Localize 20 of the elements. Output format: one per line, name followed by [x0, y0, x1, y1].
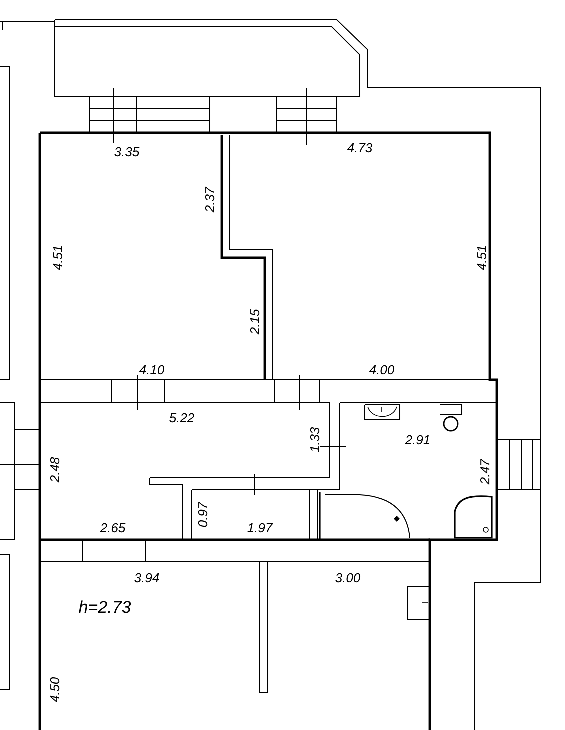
dimension-label: 1.97	[248, 523, 274, 533]
dimension-label: 4.10	[139, 365, 165, 375]
dimension-label: 2.47	[480, 458, 490, 485]
dimension-label: 4.50	[50, 677, 60, 703]
dimension-label: 4.73	[347, 143, 373, 153]
dimension-label: 0.97	[198, 502, 208, 528]
dimension-label: 3.00	[336, 573, 361, 583]
dimension-label: 5.22	[170, 413, 194, 423]
dimension-label: 2.15	[250, 309, 260, 335]
dimension-label: 3.35	[114, 147, 140, 157]
dimension-label: 1.33	[310, 427, 320, 452]
dimension-label: 4.51	[53, 246, 63, 271]
dimension-label: 4.51	[477, 246, 487, 271]
dimension-label: 3.94	[134, 573, 160, 583]
dimension-label: 2.48	[50, 457, 60, 483]
dimension-label: 2.65	[100, 523, 126, 533]
dimension-label: 2.37	[205, 186, 215, 213]
ceiling-height-label: h=2.73	[79, 600, 132, 614]
dimension-label: 2.91	[405, 435, 430, 445]
dimension-label: 4.00	[369, 365, 395, 375]
